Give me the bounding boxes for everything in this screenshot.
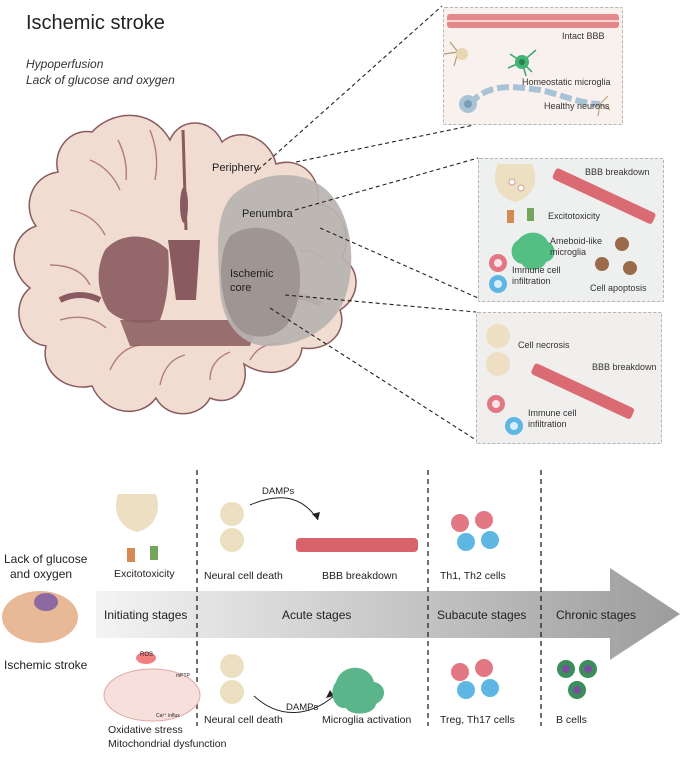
activated-microglia-cell [332, 667, 385, 714]
brainstem-base [120, 320, 260, 346]
connector-periphery-top [257, 5, 443, 171]
stage-acute: Acute stages [282, 608, 352, 622]
label-lack-glucose-line2: and oxygen [10, 567, 73, 581]
label-ischemic-core-line2: core [230, 282, 252, 294]
label-core-immune-line1: Immune cell [528, 408, 577, 418]
stage-initiating: Initiating stages [104, 608, 188, 622]
timeline-arrow [96, 568, 680, 660]
label-lack-glucose-line1: Lack of glucose [4, 552, 88, 566]
label-penumbra-immune-line1: Immune cell [512, 265, 561, 275]
ventricle-center [168, 240, 200, 300]
brain-section [13, 114, 357, 415]
label-microglia-activation: Microglia activation [322, 714, 412, 726]
ventricle-left [98, 236, 169, 323]
periphery-detail-box [443, 7, 623, 125]
label-mptp: mPTP [176, 673, 190, 679]
periphery-box-art [443, 7, 623, 125]
label-periphery: Periphery [212, 162, 260, 174]
label-th-cells: Th1, Th2 cells [440, 570, 506, 582]
label-penumbra: Penumbra [242, 208, 293, 220]
label-core-immune-line2: infiltration [528, 419, 567, 429]
homeostatic-microglia-cell [507, 49, 537, 77]
subtitle-glucose-oxygen: Lack of glucose and oxygen [26, 73, 175, 87]
connector-lines [257, 5, 479, 441]
stage-subacute: Subacute stages [437, 608, 527, 622]
subtitle-hypoperfusion: Hypoperfusion [26, 57, 104, 71]
stroke-brain-icon [2, 591, 78, 643]
core-box-art [476, 312, 662, 444]
label-cell-apoptosis: Cell apoptosis [590, 283, 647, 293]
label-healthy-neurons: Healthy neurons [544, 101, 610, 111]
label-timeline-excitotoxicity: Excitotoxicity [114, 568, 175, 580]
penumbra-detail-box [478, 158, 664, 302]
label-ischemic-core-line1: Ischemic [230, 268, 274, 280]
label-excitotoxicity: Excitotoxicity [548, 211, 601, 221]
label-neural-death-bottom: Neural cell death [204, 714, 283, 726]
label-intact-bbb: Intact BBB [562, 31, 605, 41]
label-core-bbb: BBB breakdown [592, 362, 657, 372]
label-b-cells: B cells [556, 714, 587, 726]
penumbra-box-art [478, 158, 664, 302]
label-bbb-breakdown-top: BBB breakdown [322, 570, 398, 582]
core-detail-box [476, 312, 662, 444]
label-ros: ROS [140, 652, 154, 658]
label-neural-death-top: Neural cell death [204, 570, 283, 582]
label-damps-top: DAMPs [262, 486, 295, 497]
label-ameboid-line2: microglia [550, 247, 587, 257]
label-penumbra-bbb: BBB breakdown [585, 167, 650, 177]
ischemic-core-region [221, 227, 301, 337]
timeline-art [2, 470, 680, 726]
label-ca-influx: Ca²⁺ influx [156, 713, 180, 719]
label-treg-th17: Treg, Th17 cells [440, 714, 515, 726]
label-mito-dysfunction: Mitochondrial dysfunction [108, 738, 227, 750]
figure-title: Ischemic stroke [26, 12, 165, 34]
label-penumbra-immune-line2: infiltration [512, 276, 551, 286]
ameboid-microglia-cell [511, 232, 555, 270]
label-homeostatic-microglia: Homeostatic microglia [522, 77, 611, 87]
label-oxidative-stress: Oxidative stress [108, 724, 183, 736]
stage-chronic: Chronic stages [556, 608, 637, 622]
label-damps-bottom: DAMPs [286, 702, 319, 713]
label-ameboid-line1: Ameboid-like [550, 236, 603, 246]
label-cell-necrosis: Cell necrosis [518, 340, 570, 350]
label-ischemic-stroke-bottom: Ischemic stroke [4, 658, 88, 672]
